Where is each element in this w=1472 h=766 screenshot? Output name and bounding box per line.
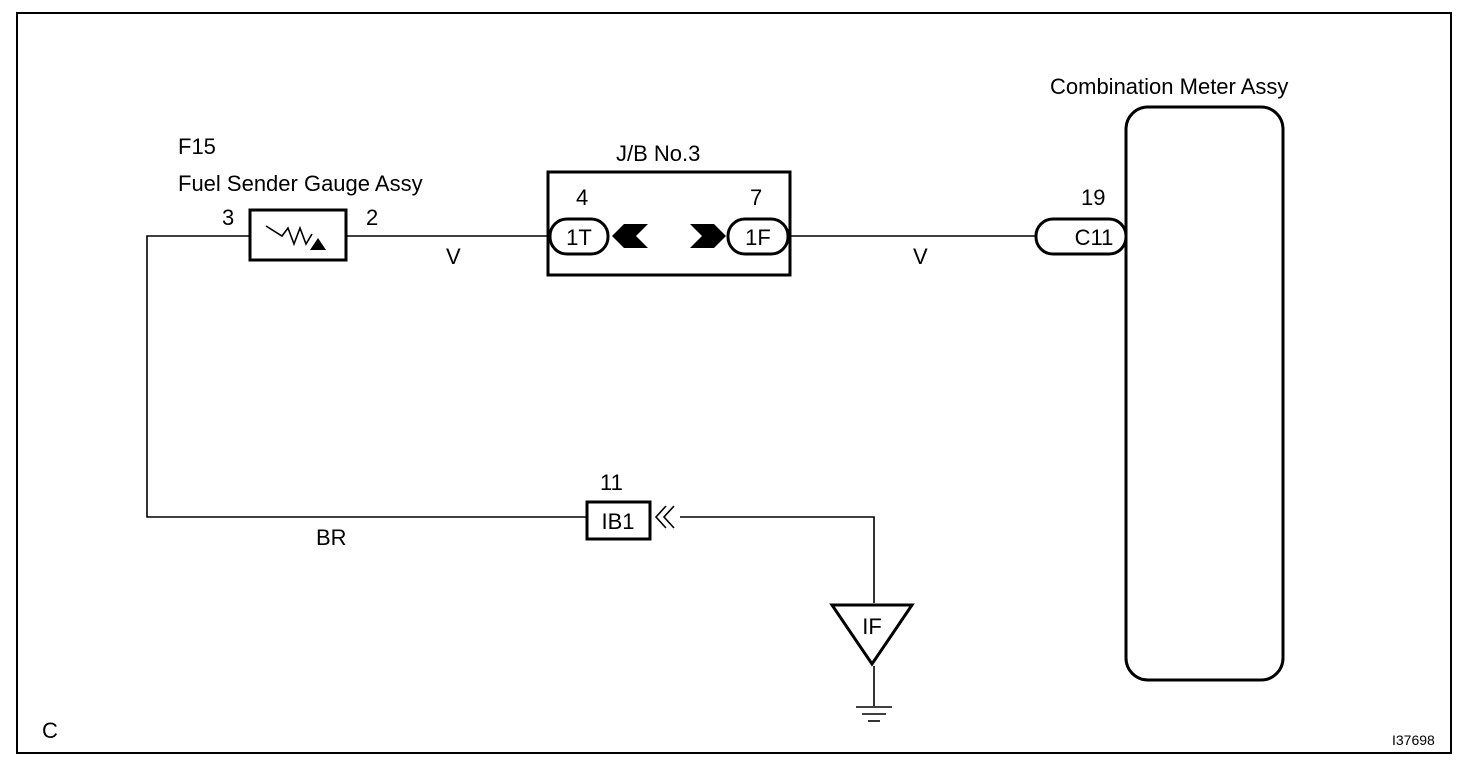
- combination-meter-body: [1124, 105, 1285, 682]
- ib1-pin: 11: [600, 470, 623, 495]
- ib1-box: [585, 500, 652, 541]
- figure-id: I37698: [1392, 732, 1435, 748]
- fuel-sender-name: Fuel Sender Gauge Assy: [178, 171, 423, 196]
- sheet-code: C: [42, 718, 58, 743]
- ground-icon: [856, 706, 892, 722]
- jb-right-pin: 7: [750, 185, 762, 210]
- jb-left-pin: 4: [576, 185, 588, 210]
- jb-connector-1f-label: 1F: [745, 225, 771, 250]
- wire-ib1-to-ground: [680, 516, 875, 603]
- connector-arrow-icon: [612, 224, 648, 248]
- jb-name: J/B No.3: [616, 141, 700, 166]
- fuel-sender-pin-left: 3: [222, 205, 234, 230]
- combination-meter-connector-label: C11: [1075, 225, 1114, 250]
- combination-meter-name: Combination Meter Assy: [1050, 74, 1288, 99]
- fuel-sender-pin-right: 2: [366, 205, 378, 230]
- connector-arrow-icon: [654, 505, 675, 529]
- ground-point-triangle: [829, 603, 915, 667]
- wire-color-sender-to-jb: V: [446, 244, 461, 269]
- wire-color-jb-to-meter: V: [913, 244, 928, 269]
- jb-connector-1f: [726, 217, 790, 256]
- fuel-sender-connector-code: F15: [178, 134, 216, 159]
- jb-connector-1t-label: 1T: [566, 225, 592, 250]
- combination-meter-pin: 19: [1081, 185, 1105, 210]
- combination-meter-connector: [1034, 217, 1128, 256]
- wire-color-ground-return: BR: [316, 525, 347, 550]
- wire-br-left-loop: [146, 235, 587, 518]
- jb-connector-1t: [548, 217, 610, 256]
- diagram-frame: [16, 12, 1452, 754]
- connector-arrow-icon: [690, 224, 726, 248]
- ground-point-label: IF: [862, 614, 882, 639]
- ib1-label: IB1: [601, 509, 634, 534]
- variable-resistor-icon: [265, 225, 326, 250]
